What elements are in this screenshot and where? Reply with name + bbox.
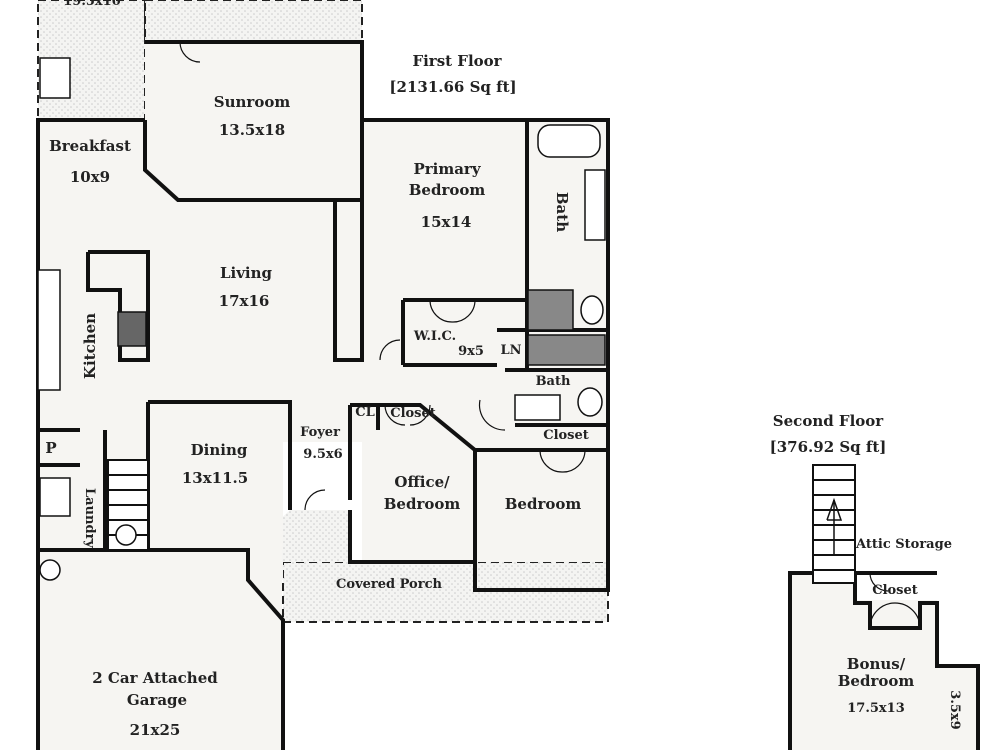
attic-storage-name: Attic Storage bbox=[856, 537, 952, 552]
breakfast-dims: 10x9 bbox=[69, 168, 111, 186]
nook-dims: 3.5x9 bbox=[947, 690, 962, 730]
wic-dims: 9x5 bbox=[458, 344, 484, 359]
interior-floor bbox=[38, 42, 978, 750]
linen-name: LN bbox=[500, 343, 522, 358]
first-floor-title: First Floor bbox=[412, 52, 502, 70]
porch-name: Covered Porch bbox=[336, 577, 442, 592]
living-dims: 17x16 bbox=[218, 292, 270, 310]
bedroom-name: Bedroom bbox=[504, 495, 582, 513]
patio-dims: 19.5x10 bbox=[63, 0, 121, 9]
dining-dims: 13x11.5 bbox=[181, 469, 249, 487]
kitchen-name: Kitchen bbox=[81, 312, 99, 380]
office-line2: Bedroom bbox=[383, 495, 461, 513]
living-name: Living bbox=[219, 264, 273, 282]
door-swings bbox=[179, 41, 921, 629]
first-floor-area: [2131.66 Sq ft] bbox=[389, 78, 517, 96]
dining-name: Dining bbox=[190, 441, 248, 459]
primary-bedroom-dims: 15x14 bbox=[420, 213, 472, 231]
garage-line2: Garage bbox=[126, 691, 188, 709]
primary-bedroom-line1: Primary bbox=[413, 160, 481, 178]
sunroom-dims: 13.5x18 bbox=[218, 121, 286, 139]
office-line1: Office/ bbox=[394, 473, 450, 491]
second-floor-walls bbox=[788, 571, 980, 750]
bonus-dims: 17.5x13 bbox=[847, 701, 905, 716]
bath-closet-name: Closet bbox=[543, 428, 589, 443]
bonus-line1: Bonus/ bbox=[846, 655, 906, 673]
foyer-name: Foyer bbox=[300, 425, 340, 440]
breakfast-name: Breakfast bbox=[49, 137, 131, 155]
bath2-name: Bath bbox=[535, 374, 571, 389]
garage-line1: 2 Car Attached bbox=[92, 669, 218, 687]
cl-name: CL bbox=[355, 405, 375, 420]
primary-bedroom-line2: Bedroom bbox=[408, 181, 486, 199]
garage-dims: 21x25 bbox=[129, 721, 181, 739]
laundry-name: Laundry bbox=[82, 488, 97, 548]
second-floor-title: Second Floor bbox=[772, 412, 884, 430]
bonus-line2: Bedroom bbox=[837, 672, 915, 690]
office-closet-name: Closet bbox=[390, 406, 436, 421]
primary-bath-name: Bath bbox=[553, 191, 571, 233]
second-closet-name: Closet bbox=[872, 583, 918, 598]
foyer-dims: 9.5x6 bbox=[303, 447, 343, 462]
second-floor-area: [376.92 Sq ft] bbox=[769, 438, 887, 456]
wic-name: W.I.C. bbox=[413, 329, 457, 344]
walls bbox=[36, 40, 610, 750]
sunroom-name: Sunroom bbox=[213, 93, 291, 111]
fixtures bbox=[37, 57, 606, 581]
pantry-name: P bbox=[45, 439, 57, 457]
